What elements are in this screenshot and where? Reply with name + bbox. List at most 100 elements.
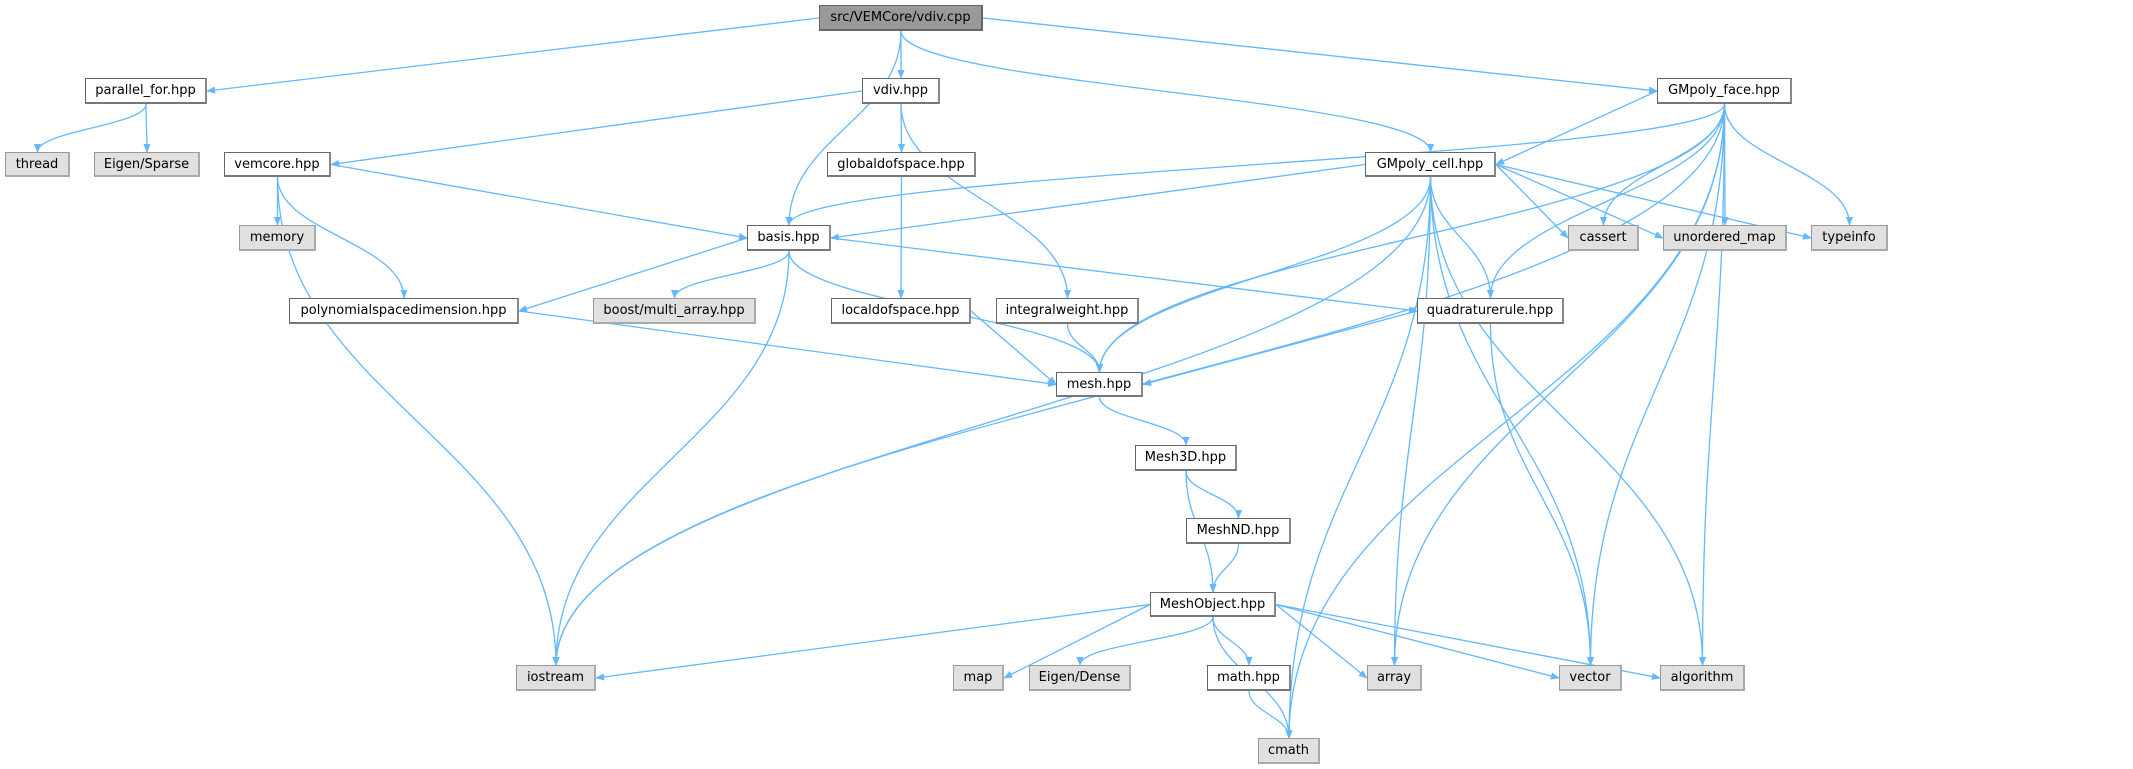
node-iostream: iostream	[516, 665, 596, 691]
node-integralweight[interactable]: integralweight.hpp	[996, 298, 1139, 324]
edge-gmpoly_cell-to-basis	[830, 163, 1366, 241]
node-map: map	[953, 665, 1004, 691]
edge-vdiv_cpp-to-parallel_for	[206, 17, 820, 94]
edge-meshobject-to-math	[1212, 616, 1253, 666]
node-algorithm: algorithm	[1660, 665, 1745, 691]
node-label: algorithm	[1670, 670, 1734, 685]
node-label: mesh.hpp	[1066, 376, 1132, 392]
node-label: integralweight.hpp	[1005, 303, 1129, 318]
node-label: Eigen/Sparse	[103, 156, 190, 172]
node-memory: memory	[239, 225, 316, 251]
edge-parallel_for-to-eigen_sparse	[143, 103, 151, 153]
node-label: typeinfo	[1822, 230, 1876, 245]
edge-gmpoly_face-to-gmpoly_cell	[1495, 90, 1658, 166]
node-label: MeshND.hpp	[1196, 523, 1280, 538]
node-math[interactable]: math.hpp	[1207, 665, 1291, 691]
node-meshnd[interactable]: MeshND.hpp	[1186, 518, 1291, 544]
node-vector: vector	[1559, 665, 1622, 691]
node-label: GMpoly_face.hpp	[1668, 83, 1780, 98]
node-label: vector	[1569, 670, 1611, 685]
edge-quadraturerule-to-vector	[1489, 323, 1595, 666]
node-globaldofspace[interactable]: globaldofspace.hpp	[827, 152, 976, 177]
node-label: unordered_map	[1673, 230, 1776, 245]
edge-gmpoly_cell-to-mesh	[1095, 176, 1432, 373]
edge-globaldofspace-to-localdofspace	[897, 176, 905, 299]
edge-meshobject-to-eigen_dense	[1076, 616, 1214, 666]
node-label: vdiv.hpp	[872, 83, 929, 98]
edge-vdiv_cpp-to-gmpoly_face	[982, 17, 1658, 94]
edge-gmpoly_cell-to-quadraturerule	[1429, 176, 1495, 299]
node-vemcore[interactable]: vemcore.hpp	[224, 152, 331, 177]
edge-gmpoly_face-to-cassert	[1599, 103, 1726, 226]
edge-vdiv_cpp-to-gmpoly_cell	[900, 30, 1435, 153]
edge-gmpoly_cell-to-cassert	[1495, 164, 1569, 239]
node-label: vemcore.hpp	[234, 156, 320, 172]
edge-vdiv_hpp-to-integralweight	[900, 103, 1072, 299]
node-label: array	[1376, 670, 1412, 685]
edge-gmpoly_face-to-quadraturerule	[1486, 103, 1726, 299]
node-eigen-dense: Eigen/Dense	[1029, 665, 1131, 691]
node-label: src/VEMCore/vdiv.cpp	[830, 10, 971, 25]
edge-gmpoly_face-to-array	[1390, 103, 1726, 666]
edge-gmpoly_cell-to-vector	[1429, 176, 1595, 666]
node-label: parallel_for.hpp	[95, 83, 196, 98]
node-label: Mesh3D.hpp	[1144, 450, 1227, 465]
edge-gmpoly_face-to-cmath	[1285, 103, 1726, 739]
edge-vemcore-to-iostream	[276, 176, 560, 666]
node-eigen-sparse: Eigen/Sparse	[94, 152, 200, 177]
edge-mesh-to-mesh3d	[1098, 396, 1190, 446]
node-unordered-map: unordered_map	[1663, 225, 1787, 251]
node-localdofspace[interactable]: localdofspace.hpp	[831, 298, 971, 324]
edge-gmpoly_face-to-typeinfo	[1723, 103, 1854, 226]
node-vdiv-hpp[interactable]: vdiv.hpp	[862, 78, 940, 104]
edge-meshobject-to-array	[1275, 603, 1368, 679]
node-label: iostream	[526, 670, 585, 685]
node-label: memory	[249, 230, 305, 245]
node-gmpoly-face[interactable]: GMpoly_face.hpp	[1657, 78, 1792, 104]
edge-math-to-cmath	[1248, 690, 1293, 739]
node-label: localdofspace.hpp	[841, 303, 960, 318]
edge-vemcore-to-basis	[330, 163, 748, 241]
edge-vdiv_hpp-to-vemcore	[330, 90, 863, 167]
edge-parallel_for-to-thread	[33, 103, 147, 153]
node-parallel-for[interactable]: parallel_for.hpp	[85, 78, 207, 104]
node-quadraturerule[interactable]: quadraturerule.hpp	[1417, 298, 1564, 324]
node-gmpoly-cell[interactable]: GMpoly_cell.hpp	[1365, 152, 1496, 177]
edge-meshobject-to-iostream	[595, 603, 1151, 681]
edge-gmpoly_face-to-algorithm	[1698, 103, 1726, 666]
node-typeinfo: typeinfo	[1811, 225, 1888, 251]
edge-integralweight-to-mesh	[1066, 323, 1104, 373]
edge-basis-to-iostream	[552, 250, 790, 666]
edge-localdofspace-to-mesh	[970, 310, 1057, 386]
edge-meshobject-to-map	[1003, 603, 1151, 679]
node-label: globaldofspace.hpp	[837, 156, 965, 172]
node-vdiv-cpp[interactable]: src/VEMCore/vdiv.cpp	[819, 5, 983, 31]
edge-gmpoly_cell-to-algorithm	[1429, 176, 1707, 666]
edge-gmpoly_face-to-basis	[785, 103, 1726, 226]
edge-gmpoly_cell-to-cmath	[1285, 176, 1432, 739]
edge-mesh3d-to-meshnd	[1185, 470, 1243, 519]
edge-vdiv_cpp-to-basis	[785, 30, 902, 226]
node-label: MeshObject.hpp	[1159, 596, 1266, 612]
node-cassert: cassert	[1568, 225, 1639, 251]
node-label: polynomialspacedimension.hpp	[300, 303, 507, 318]
node-meshobject[interactable]: MeshObject.hpp	[1150, 592, 1276, 617]
node-cmath: cmath	[1258, 738, 1320, 764]
node-label: cassert	[1579, 230, 1627, 245]
edge-gmpoly_cell-to-iostream	[552, 176, 1432, 666]
node-thread: thread	[5, 152, 70, 177]
node-polydim[interactable]: polynomialspacedimension.hpp	[289, 298, 519, 324]
node-label: GMpoly_cell.hpp	[1376, 156, 1484, 172]
edge-basis-to-quadraturerule	[830, 237, 1418, 314]
edge-gmpoly_cell-to-array	[1390, 176, 1432, 666]
node-label: Eigen/Dense	[1038, 670, 1121, 685]
node-mesh[interactable]: mesh.hpp	[1056, 372, 1143, 397]
node-basis[interactable]: basis.hpp	[747, 225, 831, 251]
node-mesh3d[interactable]: Mesh3D.hpp	[1135, 445, 1237, 471]
node-boost-multi-array: boost/multi_array.hpp	[593, 298, 756, 324]
edge-vemcore-to-polydim	[276, 176, 408, 299]
edge-meshnd-to-meshobject	[1209, 543, 1240, 593]
node-array: array	[1367, 665, 1422, 691]
